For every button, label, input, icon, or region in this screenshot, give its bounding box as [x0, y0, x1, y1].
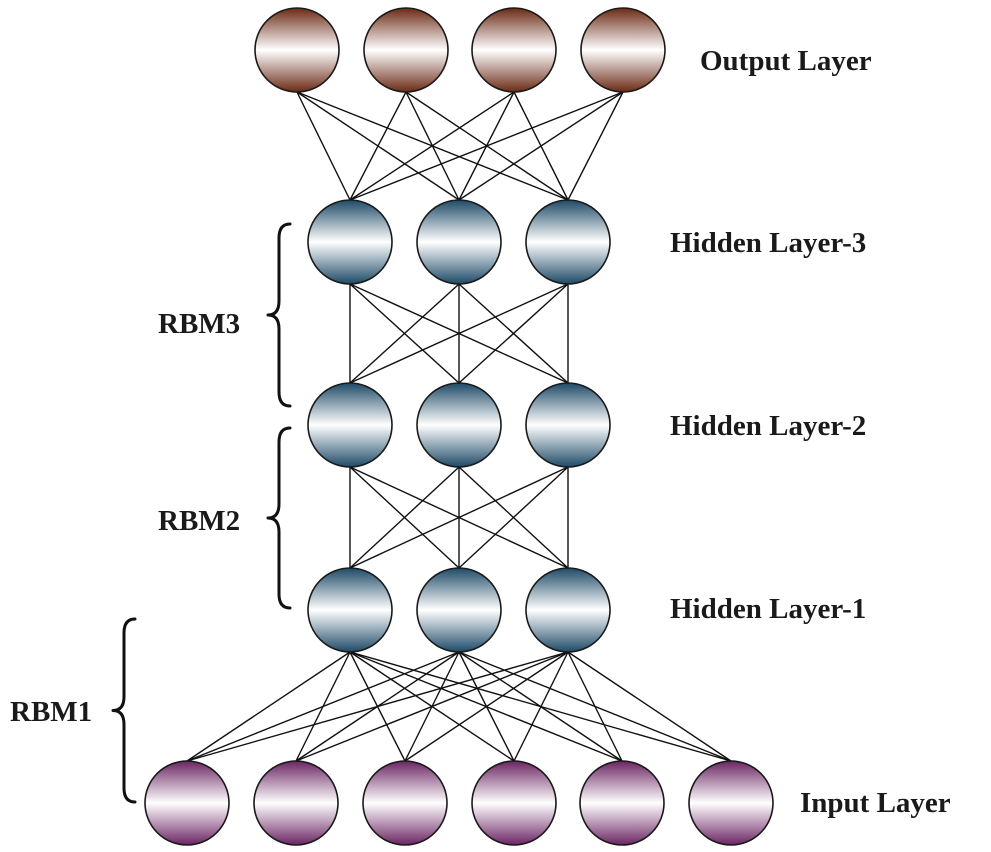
- edge-hidden1-2-input-5: [567, 651, 732, 762]
- edge-hidden1-2-input-4: [567, 651, 623, 762]
- edge-hidden1-1-input-0: [186, 651, 460, 762]
- node-input-3: [362, 760, 448, 846]
- nodes-group: [144, 7, 774, 846]
- node-output-1: [254, 7, 340, 93]
- node-hidden1-3: [525, 567, 611, 653]
- layer-label-hidden1: Hidden Layer-1: [670, 593, 866, 625]
- layer-label-hidden3: Hidden Layer-3: [670, 227, 866, 259]
- edge-output-3-hidden3-0: [349, 91, 624, 201]
- edge-output-3-hidden3-2: [567, 91, 624, 201]
- layer-label-hidden2: Hidden Layer-2: [670, 410, 866, 442]
- rbm-label-rbm3: RBM3: [158, 308, 240, 340]
- edge-hidden3-2-hidden2-1: [458, 283, 569, 384]
- edge-hidden2-1-hidden1-0: [349, 466, 460, 569]
- node-input-6: [688, 760, 774, 846]
- edge-hidden1-2-input-3: [513, 651, 569, 762]
- node-output-4: [580, 7, 666, 93]
- layer-label-output: Output Layer: [700, 45, 872, 77]
- rbm-braces-group: [111, 222, 292, 804]
- edge-hidden3-1-hidden2-0: [349, 283, 460, 384]
- node-hidden3-1: [307, 199, 393, 285]
- edge-hidden1-2-input-1: [295, 651, 569, 762]
- node-hidden3-3: [525, 199, 611, 285]
- edge-hidden3-2-hidden2-0: [349, 283, 569, 384]
- node-output-2: [363, 7, 449, 93]
- brace-rbm1: [111, 617, 137, 804]
- node-input-5: [579, 760, 665, 846]
- edge-hidden1-2-input-0: [186, 651, 569, 762]
- brace-rbm2: [266, 426, 292, 610]
- edge-output-3-hidden3-1: [458, 91, 624, 201]
- rbm-label-rbm1: RBM1: [10, 696, 92, 728]
- edge-hidden1-2-input-2: [404, 651, 569, 762]
- connections-group: [186, 91, 732, 762]
- node-input-1: [144, 760, 230, 846]
- node-hidden2-3: [525, 382, 611, 468]
- node-hidden3-2: [416, 199, 502, 285]
- node-hidden1-2: [416, 567, 502, 653]
- node-hidden2-1: [307, 382, 393, 468]
- node-input-4: [471, 760, 557, 846]
- node-input-2: [253, 760, 339, 846]
- node-output-3: [471, 7, 557, 93]
- rbm-label-rbm2: RBM2: [158, 505, 240, 537]
- edge-output-1-hidden3-0: [349, 91, 407, 201]
- brace-rbm3: [266, 222, 292, 408]
- edge-output-0-hidden3-0: [296, 91, 351, 201]
- edge-hidden2-2-hidden1-0: [349, 466, 569, 569]
- node-hidden2-2: [416, 382, 502, 468]
- layer-label-input: Input Layer: [800, 787, 951, 819]
- node-hidden1-1: [307, 567, 393, 653]
- edge-hidden2-2-hidden1-1: [458, 466, 569, 569]
- edge-output-2-hidden3-0: [349, 91, 515, 201]
- edge-hidden1-0-input-0: [186, 651, 351, 762]
